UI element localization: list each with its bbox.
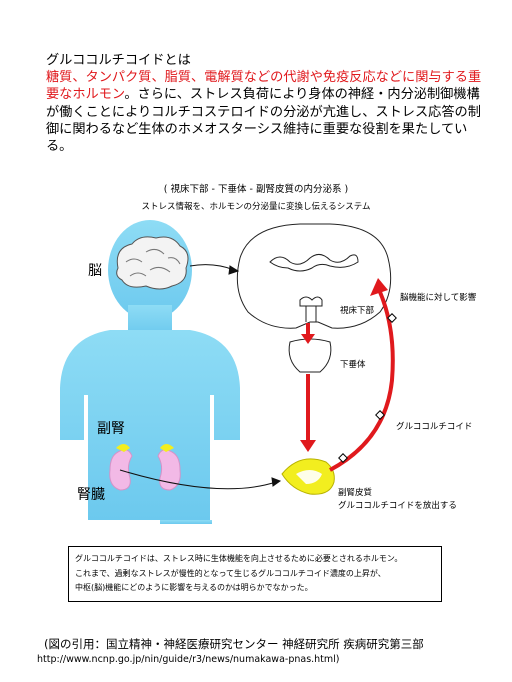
label-adrenal: 副腎 xyxy=(97,421,125,437)
intro-title: グルココルチコイドとは xyxy=(46,53,191,68)
label-brain: 脳 xyxy=(88,263,102,279)
brain-section-icon xyxy=(236,223,392,329)
intro-highlight: 糖質、タンパク質、脂質、電解質などの代謝や免疫反応などに関与する重要なホルモン xyxy=(46,70,482,103)
citation-line-1: (図の引用：国立精神・神経医療研究センター 神経研究所 疾病研究第三部 xyxy=(44,637,424,651)
pituitary-icon xyxy=(288,338,332,373)
brain-icon xyxy=(116,236,189,290)
intro-paragraph: グルココルチコイドとは 糖質、タンパク質、脂質、電解質などの代謝や免疫反応などに… xyxy=(46,52,484,155)
label-glucocorticoid: グルココルチコイド xyxy=(396,422,473,432)
citation-line-2: http://www.ncnp.go.jp/nin/guide/r3/news/… xyxy=(37,654,340,665)
label-adrenal-cortex: 副腎皮質 xyxy=(338,488,373,498)
label-release: グルココルチコイドを放出する xyxy=(338,501,457,511)
adrenal-cortex-icon xyxy=(281,458,335,495)
intro-body: 。さらに、ストレス負荷により身体の神経・内分泌制御機構が働くことによりコルチコス… xyxy=(46,87,481,155)
label-brain-effect: 脳機能に対して影響 xyxy=(400,293,477,303)
note-line-1: グルココルチコイドは、ストレス時に生体機能を向上させるために必要とされるホルモン… xyxy=(75,554,403,563)
diagram-subtitle: ストレス情報を、ホルモンの分泌量に変換し伝えるシステム xyxy=(141,202,371,212)
diagram-title: ( 視床下部 - 下垂体 - 副腎皮質の内分泌系 ) xyxy=(163,184,349,195)
note-line-3: 中枢(脳)機能にどのように影響を与えるのかは明らかでなかった。 xyxy=(75,583,313,592)
kidney-icon-right xyxy=(157,444,181,491)
note-line-2: これまで、過剰なストレスが慢性的となって生じるグルココルチコイド濃度の上昇が、 xyxy=(75,568,386,578)
pointer-arrows xyxy=(119,264,282,490)
label-kidney: 腎臓 xyxy=(77,487,105,503)
red-arrows xyxy=(300,278,397,472)
label-hypothalamus: 視床下部 xyxy=(340,306,375,316)
note-box: グルココルチコイドは、ストレス時に生体機能を向上させるために必要とされるホルモン… xyxy=(68,546,442,602)
label-pituitary: 下垂体 xyxy=(340,360,366,370)
